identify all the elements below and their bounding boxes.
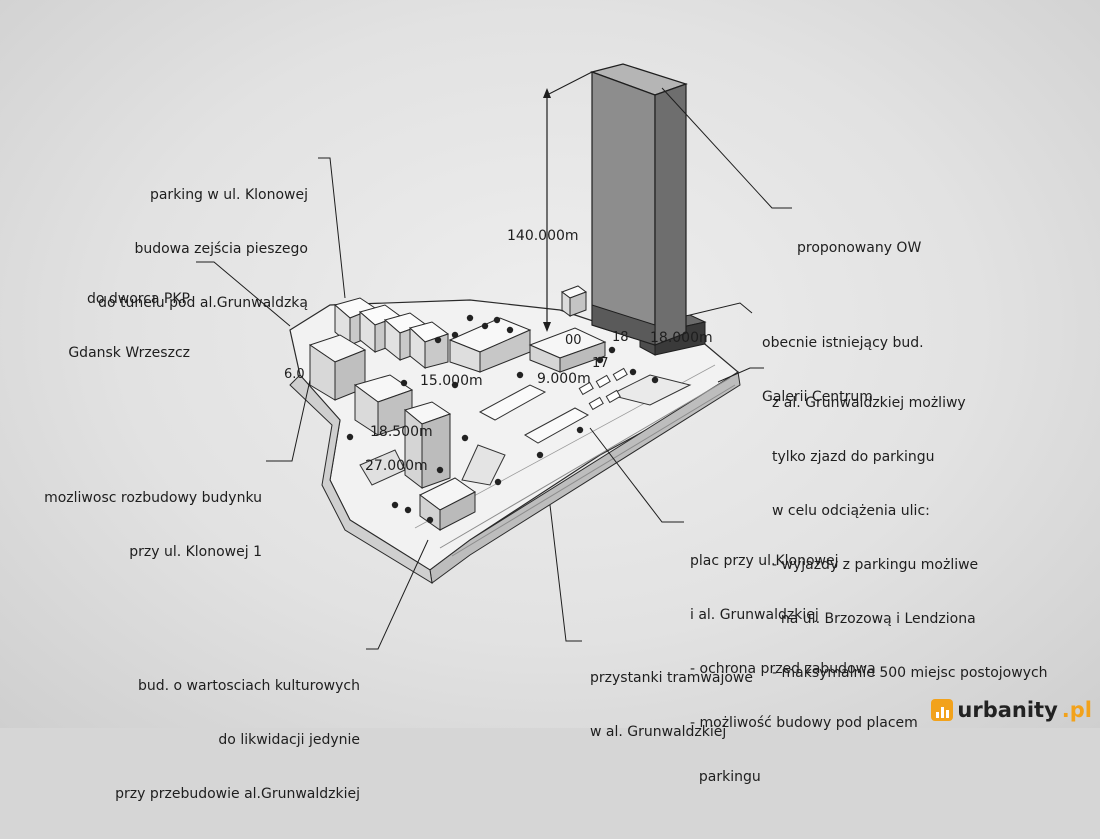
dimension-tower-height: 140.000m: [507, 228, 579, 244]
annotation-line: - maksymalnie 500 miejsc postojowych: [772, 665, 1048, 681]
dimension-label: 00: [565, 333, 582, 348]
annotation-line: przy ul. Klonowej 1: [129, 544, 262, 560]
annotation-line: do likwidacji jedynie: [218, 732, 360, 748]
dimension-label: 9.000m: [537, 371, 591, 387]
urbanity-logo-icon: [931, 699, 954, 721]
annotation-line: w al. Grunwaldzkiej: [590, 724, 727, 740]
watermark-tld: .pl: [1061, 698, 1092, 722]
annotation-line: Gdansk Wrzeszcz: [68, 345, 190, 361]
urbanity-watermark: urbanity.pl: [931, 696, 1092, 724]
annotation-line: przystanki tramwajowe: [590, 670, 753, 686]
trees: [346, 314, 659, 524]
annotation-line: bud. o wartosciach kulturowych: [137, 678, 360, 694]
proposed-tower: [589, 63, 688, 346]
annotation-budynek-kulturowy: bud. o wartosciach kulturowych do likwid…: [62, 641, 360, 839]
annotation-line: na ul. Brzozową i Lendziona: [772, 611, 976, 627]
annotation-przystanki: przystanki tramwajowe w al. Grunwaldzkie…: [590, 633, 753, 777]
site-ground: [289, 299, 741, 584]
dimension-label: 18: [612, 330, 629, 345]
dimension-label: 15.000m: [420, 373, 483, 389]
dimension-label: 6.0: [284, 367, 305, 382]
annotation-line: do tunelu pod al.Grunwaldzką: [98, 295, 308, 311]
annotation-line: Galerii Centrum: [762, 389, 873, 405]
annotation-line: do dworca PKP: [86, 291, 190, 307]
tower-dimension-line: [543, 71, 593, 332]
watermark-brand: urbanity: [957, 698, 1058, 722]
dimension-label: 17: [592, 356, 609, 371]
annotation-line: w celu odciążenia ulic:: [772, 503, 930, 519]
annotation-line: - możliwość budowy pod placem: [690, 715, 918, 731]
annotation-line: parking w ul. Klonowej: [149, 187, 308, 203]
annotation-zjazd-parking: z al. Grunwaldzkiej możliwy tylko zjazd …: [772, 358, 1048, 718]
annotation-parking-klonowa: parking w ul. Klonowej budowa zejścia pi…: [50, 150, 308, 348]
annotation-dworzec-pkp: do dworca PKP Gdansk Wrzeszcz: [30, 254, 190, 398]
leader-lines: [196, 87, 792, 650]
annotation-line: mozliwosc rozbudowy budynku: [44, 490, 262, 506]
diagram-canvas: parking w ul. Klonowej budowa zejścia pi…: [0, 0, 1100, 802]
annotation-galeria-centrum: obecnie istniejący bud. Galerii Centrum: [762, 298, 924, 442]
annotation-line: obecnie istniejący bud.: [762, 335, 924, 351]
annotation-line: z al. Grunwaldzkiej możliwy: [772, 395, 966, 411]
annotation-line: budowa zejścia pieszego: [134, 241, 308, 257]
annotation-line: przy przebudowie al.Grunwaldzkiej: [115, 786, 360, 802]
annotation-rozbudowa: mozliwosc rozbudowy budynku przy ul. Klo…: [4, 453, 262, 597]
dimension-label: 27.000m: [365, 458, 428, 474]
dimension-galeria-height: 18.000m: [650, 330, 713, 346]
annotation-line: - ochrona przed zabudową: [690, 661, 876, 677]
annotation-line: proponowany OW: [797, 240, 922, 256]
annotation-line: tylko zjazd do parkingu: [772, 449, 935, 465]
urban-model-3d: [196, 63, 792, 650]
annotation-line: - wyjazdy z parkingu możliwe: [772, 557, 979, 573]
annotation-line: i al. Grunwaldzkiej: [690, 607, 819, 623]
annotation-line: plac przy ul.Klonowej: [690, 553, 839, 569]
dimension-label: 18.500m: [370, 424, 433, 440]
annotation-proponowany-ow: proponowany OW: [797, 203, 921, 293]
